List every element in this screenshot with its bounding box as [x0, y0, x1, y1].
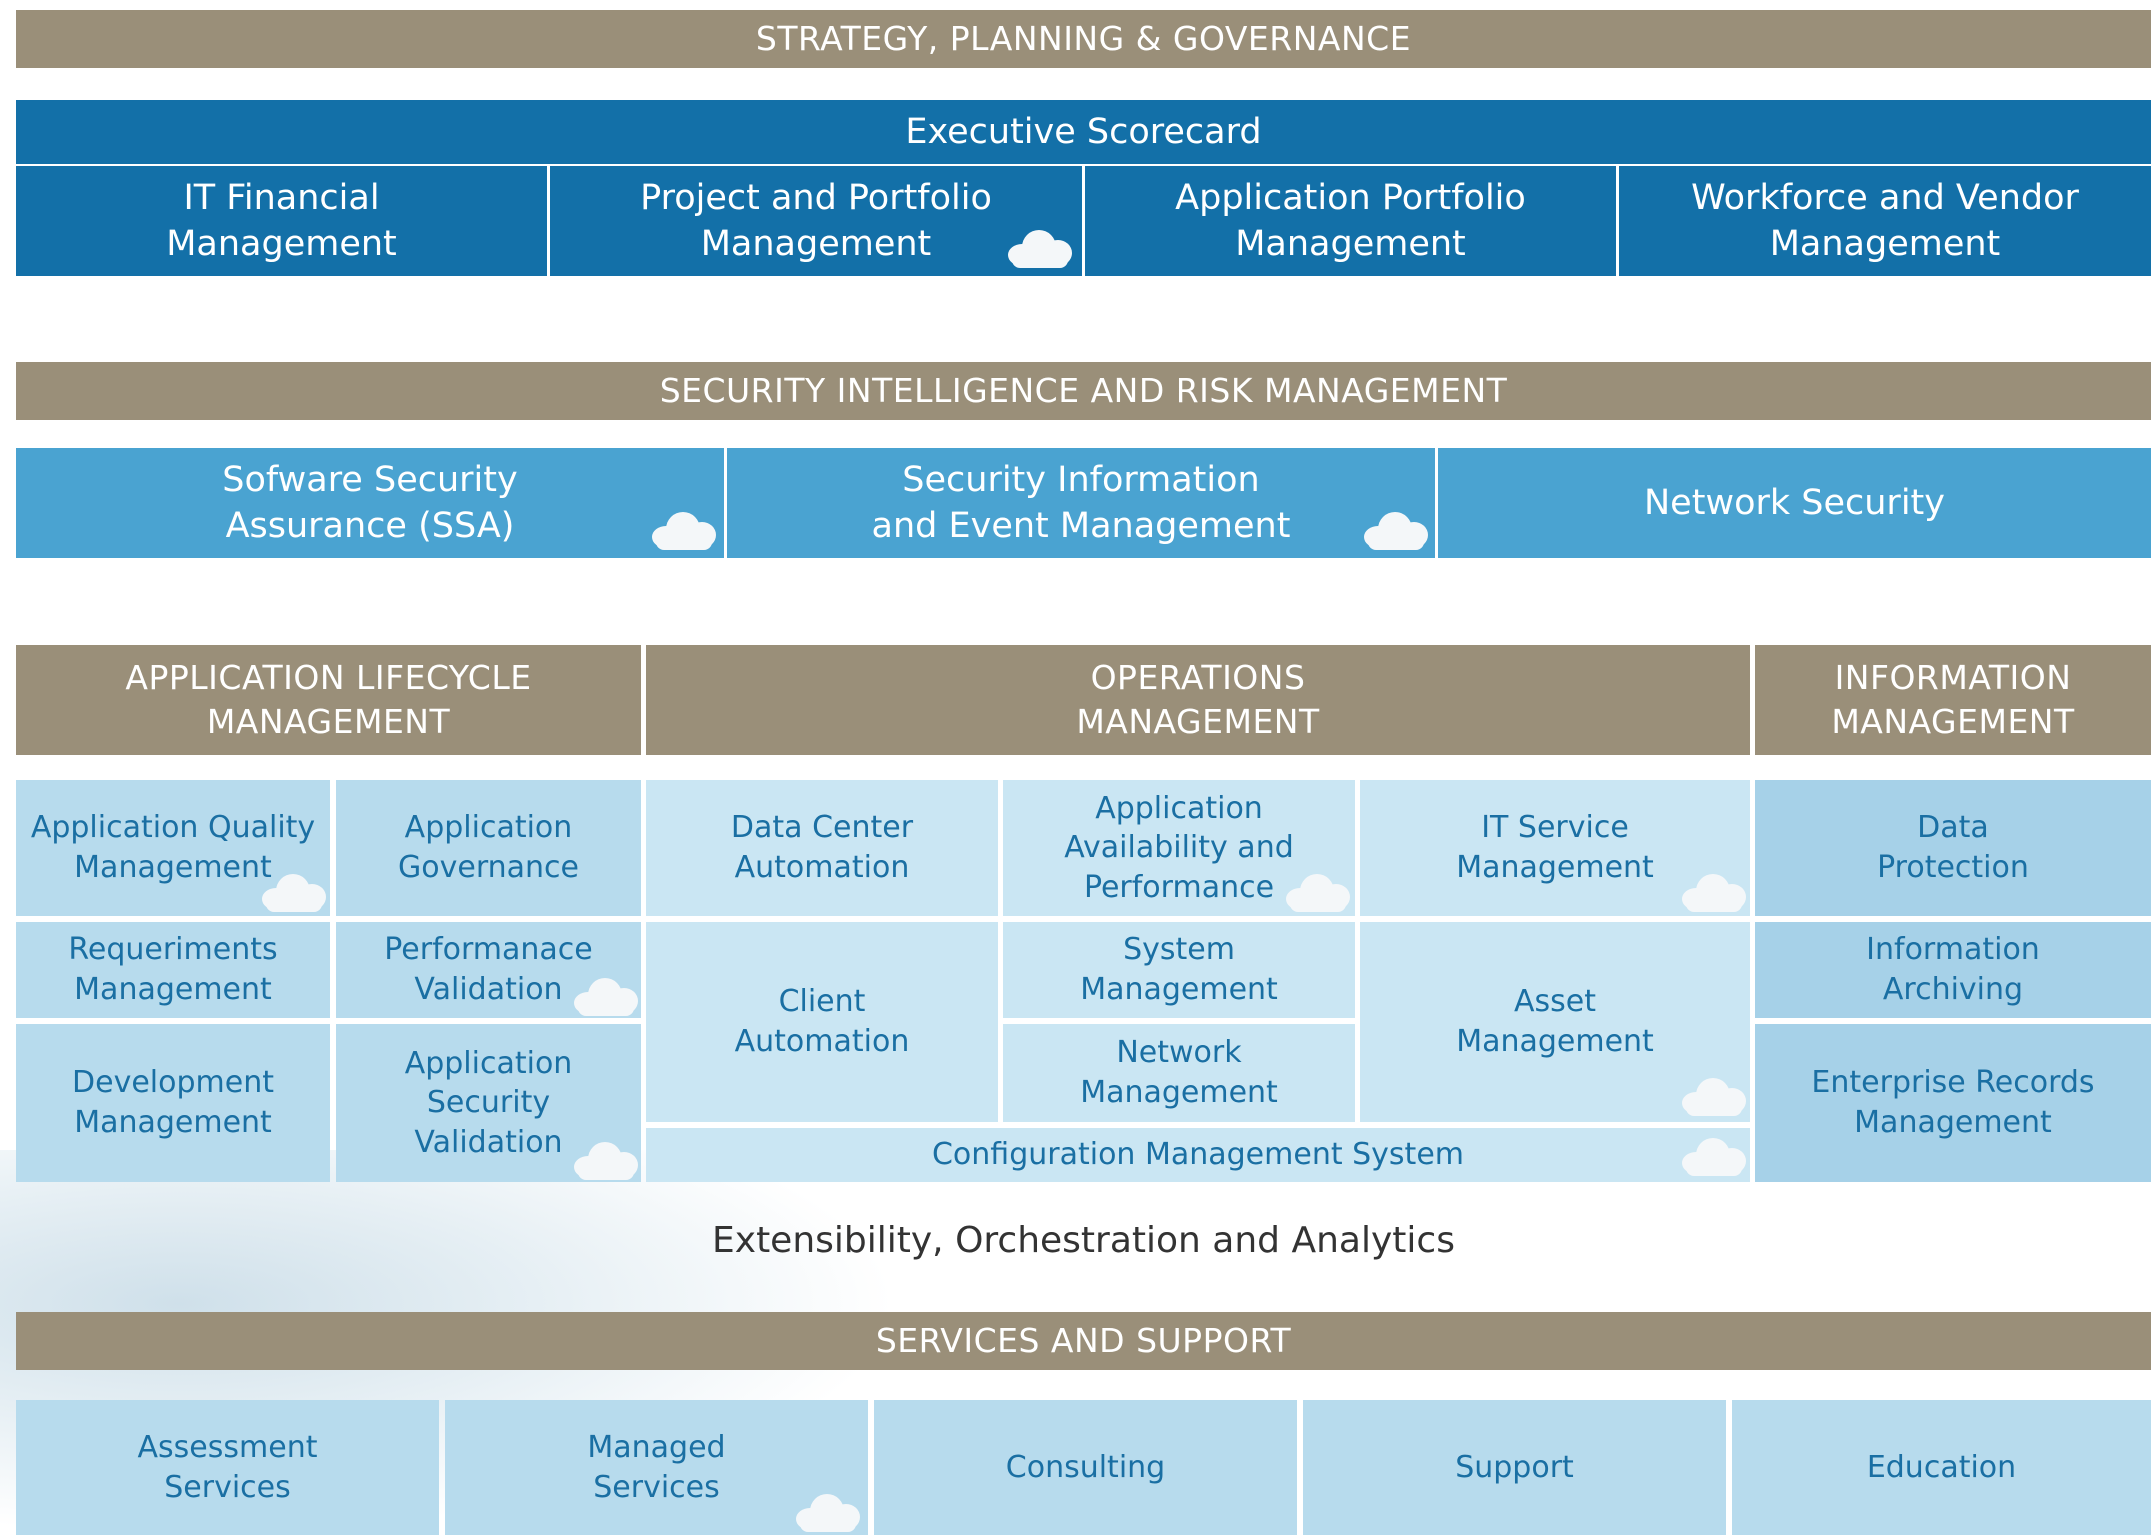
alm-header: APPLICATION LIFECYCLE MANAGEMENT: [16, 645, 641, 755]
information-header: INFORMATION MANAGEMENT: [1755, 645, 2151, 755]
project-portfolio-management: Project and Portfolio Management: [550, 166, 1085, 276]
cloud-icon: [796, 1492, 860, 1532]
cloud-icon: [1286, 872, 1350, 912]
workforce-vendor-management: Workforce and Vendor Management: [1619, 166, 2151, 276]
network-security: Network Security: [1438, 448, 2151, 558]
network-management: Network Management: [1003, 1024, 1355, 1122]
security-information-event-management: Security Information and Event Managemen…: [727, 448, 1438, 558]
consulting: Consulting: [874, 1400, 1297, 1535]
system-management: System Management: [1003, 922, 1355, 1018]
software-security-assurance: Sofware Security Assurance (SSA): [16, 448, 727, 558]
security-header: SECURITY INTELLIGENCE AND RISK MANAGEMEN…: [16, 362, 2151, 420]
performance-validation: Performanace Validation: [336, 922, 641, 1018]
application-quality-management: Application Quality Management: [16, 780, 330, 916]
development-management: Development Management: [16, 1024, 330, 1182]
cloud-icon: [1682, 872, 1746, 912]
executive-scorecard: Executive Scorecard: [16, 100, 2151, 164]
client-automation: Client Automation: [646, 922, 998, 1122]
services-header: SERVICES AND SUPPORT: [16, 1312, 2151, 1370]
asset-management: Asset Management: [1360, 922, 1750, 1122]
cloud-icon: [574, 976, 638, 1016]
information-archiving: Information Archiving: [1755, 922, 2151, 1018]
education: Education: [1732, 1400, 2151, 1535]
cloud-icon: [652, 510, 716, 550]
application-portfolio-management: Application Portfolio Management: [1085, 166, 1619, 276]
assessment-services: Assessment Services: [16, 1400, 439, 1535]
cloud-icon: [1682, 1076, 1746, 1116]
strategy-header: STRATEGY, PLANNING & GOVERNANCE: [16, 10, 2151, 68]
cloud-icon: [1008, 228, 1072, 268]
support: Support: [1303, 1400, 1726, 1535]
configuration-management-system: Configuration Management System: [646, 1128, 1750, 1182]
data-center-automation: Data Center Automation: [646, 780, 998, 916]
cloud-icon: [1364, 510, 1428, 550]
it-financial-management: IT Financial Management: [16, 166, 550, 276]
extensibility-label: Extensibility, Orchestration and Analyti…: [712, 1219, 1455, 1261]
cloud-icon: [1682, 1136, 1746, 1176]
requirements-management: Requeriments Management: [16, 922, 330, 1018]
application-governance: Application Governance: [336, 780, 641, 916]
data-protection: Data Protection: [1755, 780, 2151, 916]
cloud-icon: [574, 1140, 638, 1180]
enterprise-records-management: Enterprise Records Management: [1755, 1024, 2151, 1182]
cloud-icon: [262, 872, 326, 912]
operations-header: OPERATIONS MANAGEMENT: [646, 645, 1750, 755]
